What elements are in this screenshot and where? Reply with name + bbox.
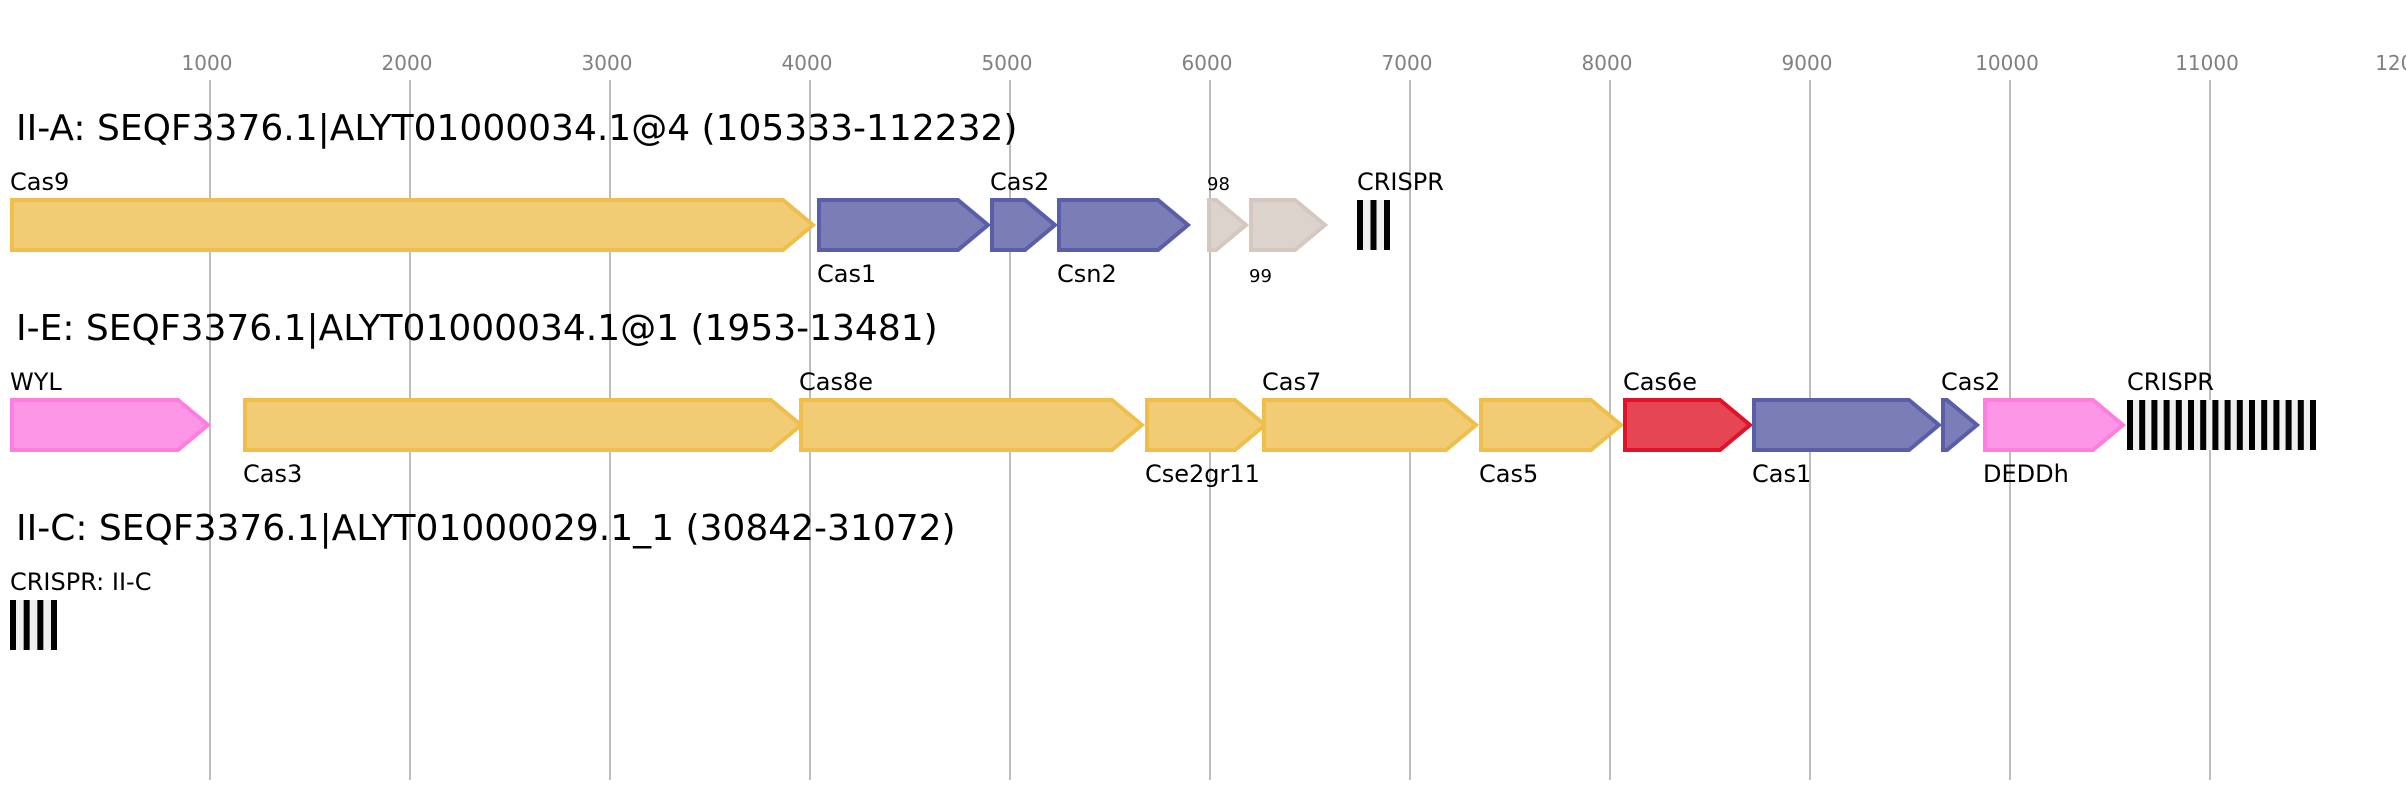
crispr-label: CRISPR: [2127, 368, 2214, 396]
gene-label: Cas3: [243, 460, 302, 488]
crispr-repeat: [2261, 400, 2268, 450]
gene-label: 98: [1207, 174, 1230, 195]
tick-label: 5000: [982, 51, 1033, 75]
crispr-repeat: [2139, 400, 2146, 450]
gene-label: Csn2: [1057, 260, 1117, 288]
crispr-label: CRISPR: [1357, 168, 1444, 196]
gene-label: WYL: [10, 368, 62, 396]
gene-arrow-cas1: [817, 198, 992, 252]
tick-label: 8000: [1582, 51, 1633, 75]
gene-arrow-cas3: [243, 398, 805, 452]
crispr-repeat: [2163, 400, 2170, 450]
gene-label: Cas8e: [799, 368, 873, 396]
gene-label: DEDDh: [1983, 460, 2069, 488]
tick-label: 10000: [1975, 51, 2039, 75]
track-ii-a: II-A: SEQF3376.1|ALYT01000034.1@4 (10533…: [10, 108, 1444, 288]
crispr-label: CRISPR: II-C: [10, 568, 151, 596]
gene-arrow-cas7: [1262, 398, 1480, 452]
gene-label: Cas1: [1752, 460, 1811, 488]
gene-label: Cas9: [10, 168, 69, 196]
crispr-array: [10, 600, 57, 650]
crispr-repeat: [2249, 400, 2255, 450]
tick-label: 3000: [582, 51, 633, 75]
tick-label: 2000: [382, 51, 433, 75]
tick-label: 1000: [182, 51, 233, 75]
gene-label: Cas2: [990, 168, 1049, 196]
gene-arrow-cas6e: [1623, 398, 1754, 452]
gene-arrow-98: [1207, 198, 1250, 252]
gene-arrow-cas5: [1479, 398, 1625, 452]
gene-label: 99: [1249, 266, 1272, 287]
track-title: II-C: SEQF3376.1|ALYT01000029.1_1 (30842…: [16, 508, 956, 549]
crispr-repeat: [2151, 400, 2158, 450]
crispr-repeat: [1357, 200, 1363, 250]
gene-arrow-cas2: [1941, 398, 1981, 452]
track-i-e: I-E: SEQF3376.1|ALYT01000034.1@1 (1953-1…: [10, 308, 2316, 488]
gene-label: Cse2gr11: [1145, 460, 1260, 488]
crispr-repeat: [2175, 400, 2182, 450]
track-ii-c: II-C: SEQF3376.1|ALYT01000029.1_1 (30842…: [10, 508, 956, 650]
tick-label: 12000: [2375, 51, 2406, 75]
gene-label: Cas6e: [1623, 368, 1697, 396]
crispr-repeat: [10, 600, 16, 650]
crispr-repeat: [1384, 200, 1390, 250]
gene-arrow-cas2: [990, 198, 1059, 252]
track-title: II-A: SEQF3376.1|ALYT01000034.1@4 (10533…: [16, 108, 1017, 149]
crispr-repeat: [2236, 400, 2243, 450]
gene-label: Cas5: [1479, 460, 1538, 488]
crispr-repeat: [2310, 400, 2316, 450]
crispr-repeat: [37, 600, 44, 650]
crispr-repeat: [23, 600, 30, 650]
axis-tick-labels: 1000 2000 3000 4000 5000 6000 7000 8000 9000 1000…: [182, 51, 2406, 75]
gene-arrow-cse2gr11: [1145, 398, 1269, 452]
crispr-repeat: [2273, 400, 2280, 450]
gene-arrow-cas9: [10, 198, 817, 252]
tick-label: 9000: [1782, 51, 1833, 75]
gene-label: Cas7: [1262, 368, 1321, 396]
track-title: I-E: SEQF3376.1|ALYT01000034.1@1 (1953-1…: [16, 308, 938, 349]
crispr-repeat: [2188, 400, 2194, 450]
gene-label: Cas1: [817, 260, 876, 288]
tick-label: 6000: [1182, 51, 1233, 75]
crispr-repeat: [2224, 400, 2231, 450]
gene-arrow-csn2: [1057, 198, 1192, 252]
crispr-repeat: [2212, 400, 2219, 450]
crispr-repeat: [2285, 400, 2292, 450]
crispr-repeat: [2297, 400, 2304, 450]
crispr-array: [2127, 400, 2316, 450]
gene-arrow-cas8e: [799, 398, 1146, 452]
gene-arrow-deddh: [1983, 398, 2127, 452]
crispr-repeat: [2127, 400, 2133, 450]
crispr-repeat: [2200, 400, 2207, 450]
gene-label: Cas2: [1941, 368, 2000, 396]
tick-label: 11000: [2175, 51, 2239, 75]
gene-arrow-99: [1249, 198, 1329, 252]
gene-arrow-wyl: [10, 398, 212, 452]
crispr-repeat: [51, 600, 57, 650]
gene-arrow-cas1: [1752, 398, 1943, 452]
tick-label: 4000: [782, 51, 833, 75]
tick-label: 7000: [1382, 51, 1433, 75]
crispr-repeat: [1370, 200, 1377, 250]
